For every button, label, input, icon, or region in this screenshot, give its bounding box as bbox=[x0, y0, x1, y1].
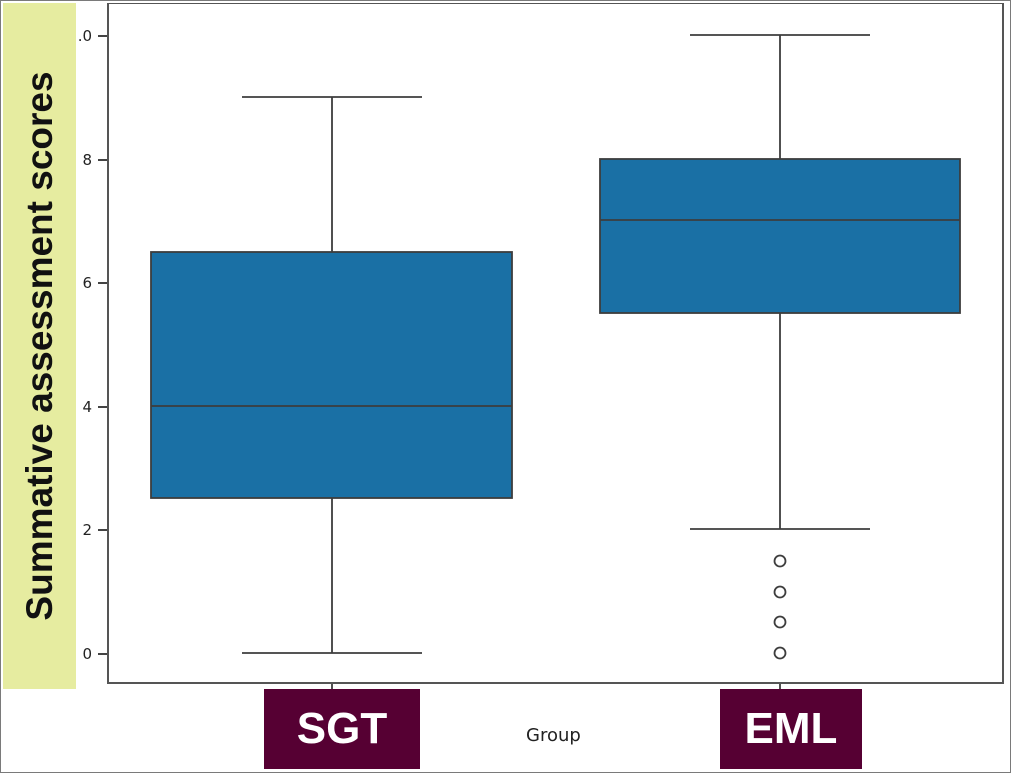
y-tick-label: 0 bbox=[82, 645, 92, 663]
x-axis-label: Group bbox=[526, 725, 581, 746]
plot-area bbox=[107, 3, 1004, 684]
y-tick-label: 2 bbox=[82, 521, 92, 539]
y-tick-6 bbox=[98, 282, 107, 284]
group-label-eml: EML bbox=[720, 689, 862, 769]
y-tick-label: 4 bbox=[82, 398, 92, 416]
y-tick-2 bbox=[98, 529, 107, 531]
y-tick-8 bbox=[98, 159, 107, 161]
y-tick-label: 6 bbox=[82, 274, 92, 292]
box-sgt bbox=[150, 96, 513, 692]
group-label-sgt: SGT bbox=[264, 689, 420, 769]
y-tick-label: .0 bbox=[77, 27, 92, 45]
y-tick-4 bbox=[98, 406, 107, 408]
y-axis-label-highlight bbox=[3, 3, 76, 689]
y-tick-label: 8 bbox=[82, 151, 92, 169]
y-tick-10 bbox=[98, 35, 107, 37]
y-tick-0 bbox=[98, 653, 107, 655]
box-eml bbox=[599, 34, 961, 692]
